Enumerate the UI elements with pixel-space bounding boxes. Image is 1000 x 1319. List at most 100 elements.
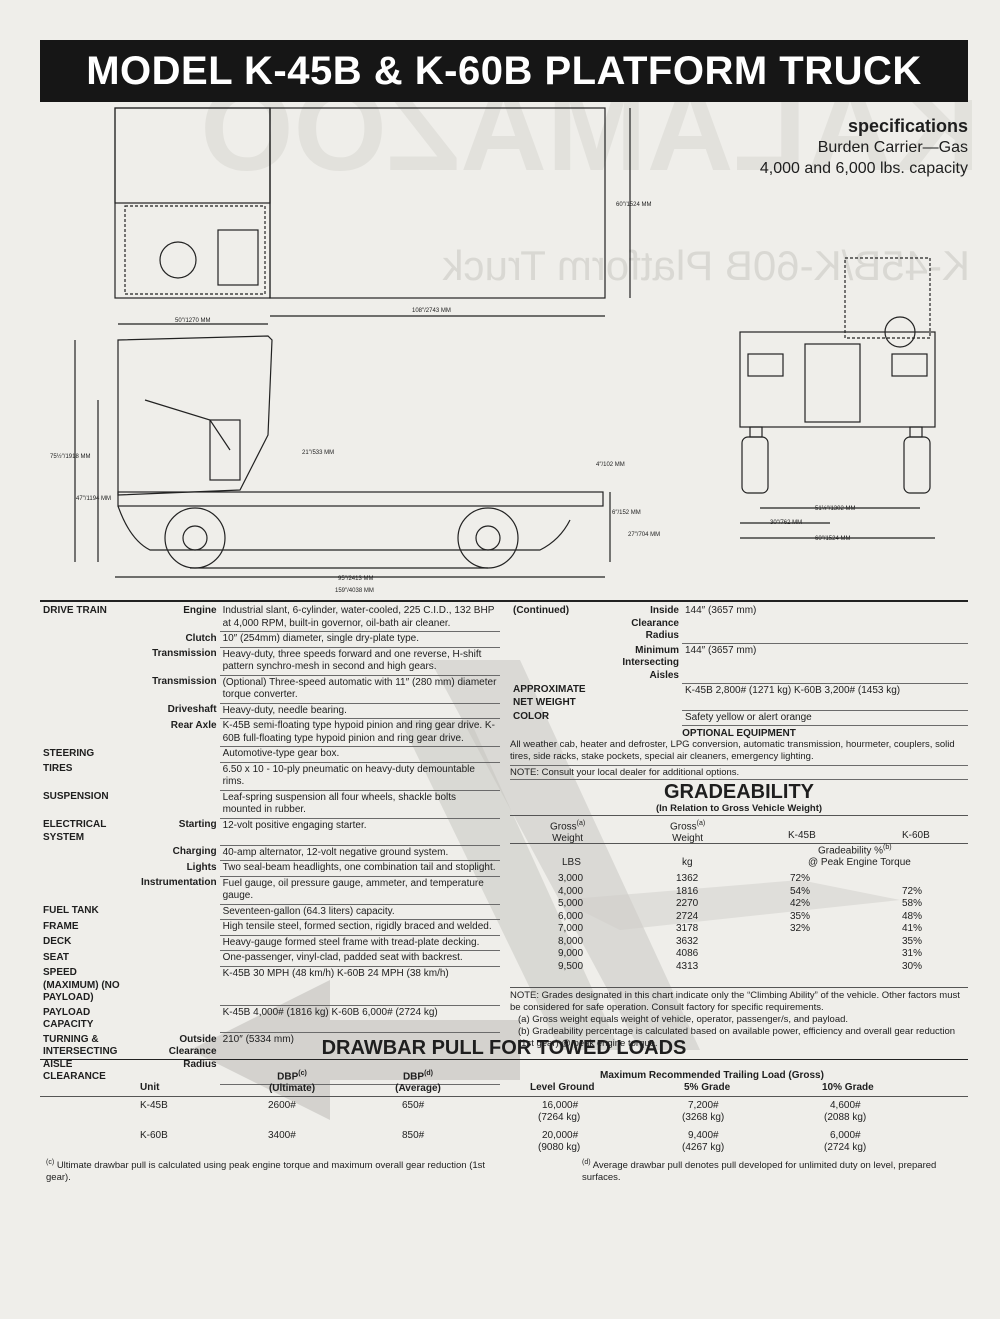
dim-height-cab: 47″/1194 MM	[76, 496, 111, 502]
spec-subcategory: Inside Clearance Radius	[631, 605, 679, 641]
spec-value: 144″ (3657 mm)	[682, 604, 968, 644]
gradeability-heading: GRADEABILITY	[664, 781, 814, 803]
drawbar-10pct-kg: (2088 kg)	[824, 1112, 867, 1123]
page-title: MODEL K-45B & K-60B PLATFORM TRUCK	[40, 40, 968, 102]
grad-cell-k45b: 32%	[790, 923, 811, 934]
grad-cell-lbs: 4,000	[558, 885, 584, 897]
drawbar-dbp-sup: (c)	[298, 1070, 307, 1077]
spec-value: Industrial slant, 6-cylinder, water-cool…	[219, 604, 500, 632]
grad-note: NOTE: Grades designated in this chart in…	[510, 987, 968, 1014]
grad-pct-sup: (b)	[883, 844, 892, 851]
drawbar-10pct-kg: (2724 kg)	[824, 1142, 867, 1153]
spec-value: 10″ (254mm) diameter, single dry-plate t…	[219, 631, 500, 648]
drawbar-footnote-c: (c) Ultimate drawbar pull is calculated …	[46, 1157, 506, 1184]
spec-category: TIRES	[43, 763, 73, 774]
grad-col-k60b: K-60B	[902, 830, 930, 841]
spec-value: Fuel gauge, oil pressure gauge, ammeter,…	[219, 876, 500, 905]
spec-subcategory: Lights	[186, 861, 217, 873]
spec-category: PAYLOAD CAPACITY	[43, 1006, 94, 1031]
grad-weight-label-2: Weight	[672, 833, 704, 845]
spec-category	[510, 644, 608, 684]
drawbar-header-divider	[40, 1096, 968, 1097]
spec-category	[40, 632, 138, 648]
grad-cell-lbs: 3,000	[558, 873, 584, 884]
side-view-front-wheel	[164, 507, 226, 569]
optional-equipment-heading: OPTIONAL EQUIPMENT	[682, 728, 796, 739]
spec-divider	[40, 600, 968, 602]
top-view-deck	[269, 107, 606, 299]
footnote-c-sup: (c)	[46, 1159, 55, 1166]
spec-category: DRIVE TRAIN	[43, 605, 107, 616]
specifications-heading: specifications	[847, 116, 968, 136]
spec-value: 210″ (5334 mm)	[219, 1032, 500, 1085]
grad-cell-k60b: 41%	[902, 923, 923, 934]
spec-value: Seventeen-gallon (64.3 liters) capacity.	[219, 904, 500, 920]
drawbar-5pct-kg: (3268 kg)	[682, 1112, 725, 1123]
spec-category: SEAT	[43, 951, 69, 963]
grad-cell-k60b: 31%	[902, 948, 923, 959]
grad-col-k45b: K-45B	[788, 830, 816, 841]
drawbar-5pct-kg: (4267 kg)	[682, 1142, 725, 1153]
grad-cell-kg: 2724	[676, 910, 699, 922]
grad-cell-k60b: 72%	[902, 885, 923, 897]
grad-cell-kg: 4086	[676, 948, 699, 959]
optional-equipment-text: All weather cab, heater and defroster, L…	[510, 739, 968, 766]
gradeability-table: Gross(a) Weight Gross(a) Weight K-45B K-…	[510, 816, 968, 991]
grad-cell-kg: 1362	[676, 873, 699, 884]
dim-ground-clearance: 6″/152 MM	[612, 510, 641, 516]
dim-front-tread-2: 30″/762 MM	[770, 520, 802, 526]
spec-category: SPEED (MAXIMUM) (NO PAYLOAD)	[43, 967, 120, 1003]
spec-category: SUSPENSION	[43, 791, 109, 802]
spec-value: 144″ (3657 mm)	[682, 643, 968, 684]
grad-cell-k60b: 30%	[902, 960, 923, 972]
spec-subcategory: Rear Axle	[170, 719, 217, 731]
spec-subcategory: Transmission	[152, 676, 217, 687]
spec-category: COLOR	[513, 711, 550, 722]
grad-cell-k45b: 54%	[790, 885, 811, 897]
spec-subcategory: Starting	[178, 819, 217, 830]
spec-category: FRAME	[43, 920, 79, 932]
spec-subcategory	[138, 966, 220, 1006]
drawbar-10pct: 4,600#	[830, 1100, 861, 1111]
drawbar-5pct: 7,200#	[688, 1100, 719, 1111]
watermark-logo: KALAMAZOO	[200, 100, 980, 196]
drawbar-level-kg: (9080 kg)	[538, 1142, 581, 1153]
dim-deck-thickness: 4″/102 MM	[596, 462, 625, 468]
drawbar-col-unit: Unit	[140, 1082, 160, 1093]
spec-subcategory	[608, 710, 682, 726]
drawbar-col-10pct: 10% Grade	[822, 1082, 874, 1093]
dim-front-tread-1: 51½″/1302 MM	[815, 505, 855, 512]
side-view-rear-wheel	[457, 507, 519, 569]
drawbar-level: 20,000#	[542, 1130, 579, 1141]
drawbar-dbp2-label: DBP	[402, 1071, 425, 1083]
drawbar-col-level: Level Ground	[530, 1082, 595, 1093]
grad-note-a: (a) Gross weight equals weight of vehicl…	[518, 1014, 849, 1025]
grad-unit-kg: kg	[682, 857, 693, 868]
grad-unit-lbs: LBS	[562, 857, 581, 868]
spec-category	[40, 876, 138, 904]
spec-subcategory	[138, 1006, 220, 1033]
drawbar-col-max: Maximum Recommended Trailing Load (Gross…	[600, 1070, 824, 1081]
grad-col-gross-weight-lbs: Gross(a) Weight	[550, 818, 585, 845]
grad-cell-kg: 4313	[676, 960, 699, 972]
drawbar-dbp-label: DBP	[277, 1071, 299, 1083]
grad-note-b: (b) Gradeability percentage is calculate…	[518, 1026, 956, 1049]
dim-front-width: 60″/1524 MM	[815, 536, 850, 542]
drawbar-ultimate-label: (Ultimate)	[268, 1083, 316, 1095]
dim-overall-length: 159″/4038 MM	[335, 588, 374, 594]
burden-carrier-label: Burden Carrier—Gas	[817, 139, 968, 156]
